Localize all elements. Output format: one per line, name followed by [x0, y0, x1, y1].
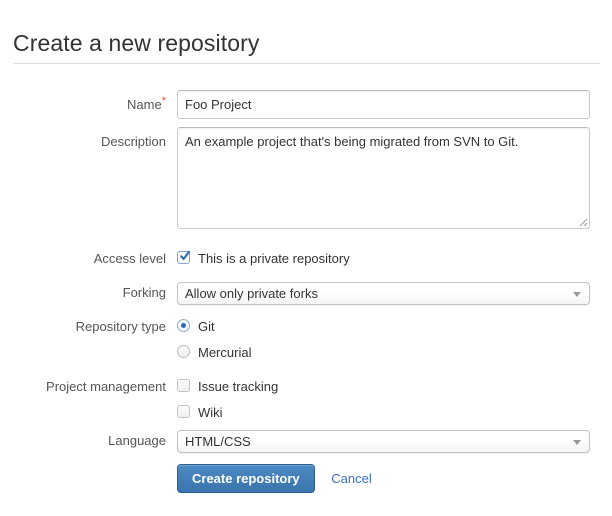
- description-label: Description: [100, 134, 166, 149]
- language-label: Language: [108, 433, 166, 448]
- radio-mercurial[interactable]: [177, 345, 190, 358]
- name-label-text: Name: [127, 97, 162, 112]
- forking-control: Allow only private forks: [177, 282, 590, 305]
- name-control: [177, 90, 590, 119]
- forking-label: Forking: [122, 285, 166, 300]
- radio-dot-icon: [181, 323, 186, 328]
- cancel-link[interactable]: Cancel: [331, 471, 372, 486]
- language-select-value: HTML/CSS: [185, 434, 251, 449]
- check-icon: [179, 250, 191, 262]
- private-repository-checkbox-label: This is a private repository: [198, 251, 350, 266]
- issue-tracking-checkbox[interactable]: [177, 379, 190, 392]
- issue-tracking-checkbox-label: Issue tracking: [198, 379, 279, 394]
- repository-type-label: Repository type: [75, 319, 166, 334]
- repository-description-textarea[interactable]: [177, 127, 590, 229]
- form-actions: Create repository Cancel: [177, 464, 372, 493]
- chevron-down-icon: [573, 292, 581, 297]
- header-divider: [13, 63, 600, 64]
- page-title: Create a new repository: [13, 30, 260, 57]
- forking-select-value: Allow only private forks: [185, 286, 318, 301]
- repository-name-input[interactable]: [177, 90, 590, 119]
- radio-mercurial-label: Mercurial: [198, 345, 252, 360]
- radio-git[interactable]: [177, 319, 190, 332]
- project-management-label: Project management: [46, 379, 166, 394]
- language-control: HTML/CSS: [177, 430, 590, 453]
- create-repository-button[interactable]: Create repository: [177, 464, 315, 493]
- forking-select[interactable]: Allow only private forks: [177, 282, 590, 305]
- required-asterisk: *: [161, 95, 166, 107]
- wiki-checkbox[interactable]: [177, 405, 190, 418]
- wiki-checkbox-label: Wiki: [198, 405, 223, 420]
- name-label: Name*: [0, 95, 166, 113]
- chevron-down-icon: [573, 440, 581, 445]
- description-control: [177, 127, 590, 229]
- radio-git-label: Git: [198, 319, 215, 334]
- language-select[interactable]: HTML/CSS: [177, 430, 590, 453]
- access-level-label: Access level: [93, 251, 166, 266]
- private-repository-checkbox[interactable]: [177, 250, 191, 264]
